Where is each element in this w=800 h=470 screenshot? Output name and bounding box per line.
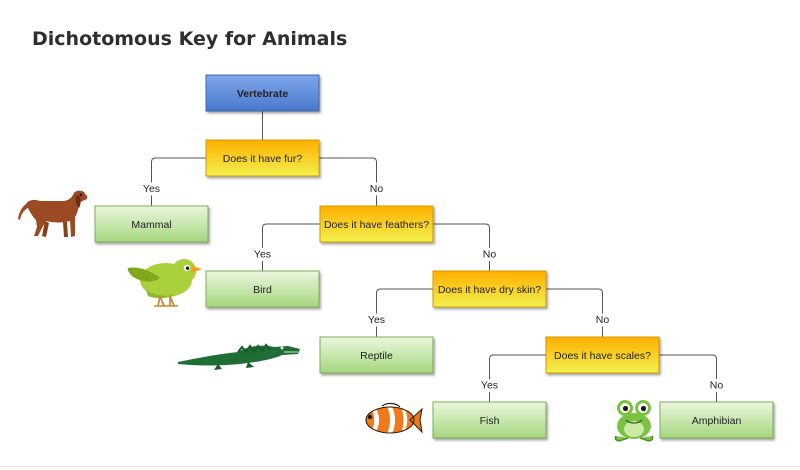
dog-icon [18,190,88,237]
node-label-q-fur: Does it have fur? [223,153,303,165]
node-q-feathers: Does it have feathers? [319,205,434,243]
edge-label-yes: Yes [368,314,385,326]
connector-q-feathers-to-q-dry-skin: No [433,223,499,271]
connector-q-fur-to-q-feathers: No [319,157,386,206]
edge-label-no: No [596,314,610,326]
node-mammal: Mammal [94,205,209,243]
edge-label-yes: Yes [254,249,271,261]
connector-q-scales-to-fish: Yes [480,354,546,402]
node-bird: Bird [205,270,320,308]
bottom-divider [0,466,800,467]
node-label-q-scales: Does it have scales? [554,350,651,362]
node-label-q-feathers: Does it have feathers? [324,219,429,231]
connector-q-fur-to-mammal: Yes [142,157,206,206]
node-label-fish: Fish [480,415,500,427]
connector-q-feathers-to-bird: Yes [253,223,320,271]
node-q-fur: Does it have fur? [205,139,320,177]
edge-label-no: No [710,380,724,392]
node-vertebrate: Vertebrate [205,74,320,112]
bird-icon [127,259,202,307]
clownfish-icon [365,402,423,434]
connector-q-dry-skin-to-reptile: Yes [367,288,433,337]
node-q-dry-skin: Does it have dry skin? [432,270,547,308]
node-amphibian: Amphibian [659,401,774,439]
node-label-q-dry-skin: Does it have dry skin? [438,284,541,296]
edge-label-no: No [370,183,384,195]
node-label-mammal: Mammal [131,219,171,231]
page-title: Dichotomous Key for Animals [32,28,348,50]
node-label-amphibian: Amphibian [692,415,742,427]
crocodile-icon [178,343,300,370]
node-reptile: Reptile [319,336,434,374]
node-label-bird: Bird [253,284,272,296]
connector-q-scales-to-amphibian: No [659,354,726,402]
edge-label-no: No [483,249,497,261]
node-label-reptile: Reptile [360,350,393,362]
node-label-vertebrate: Vertebrate [237,88,289,100]
frog-icon [614,400,654,442]
node-q-scales: Does it have scales? [545,336,660,374]
edge-label-yes: Yes [481,380,498,392]
node-fish: Fish [432,401,547,439]
edge-label-yes: Yes [143,183,160,195]
connector-q-dry-skin-to-q-scales: No [546,288,612,337]
